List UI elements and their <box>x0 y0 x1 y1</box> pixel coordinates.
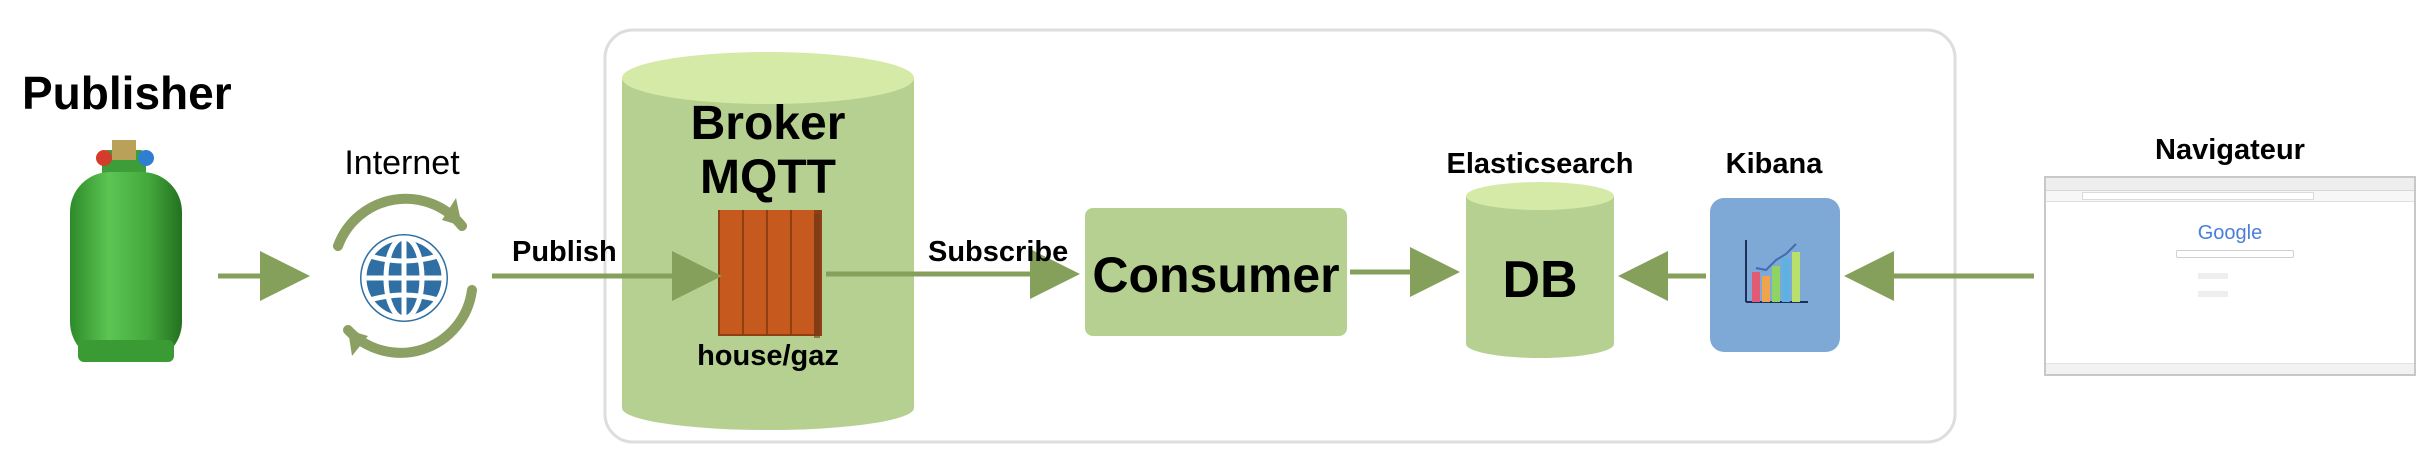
browser-url-field <box>2082 192 2314 200</box>
browser-search-box <box>2176 250 2294 258</box>
db-label: DB <box>1502 251 1578 309</box>
gas-cylinder-icon <box>70 140 182 362</box>
browser-logo: Google <box>2046 222 2414 245</box>
elasticsearch-label: Elasticsearch <box>1446 148 1634 180</box>
kibana-label: Kibana <box>1725 148 1823 180</box>
browser-logo-text: Google <box>2197 222 2263 244</box>
arrows <box>218 247 2034 301</box>
publisher-label: Publisher <box>22 67 232 119</box>
navigateur-label: Navigateur <box>2155 134 2305 166</box>
db-cylinder <box>1466 182 1614 358</box>
browser-window-icon: Google <box>2044 176 2416 376</box>
consumer-box <box>1085 208 1347 336</box>
bar-chart-icon <box>1710 198 1840 352</box>
broker-label: Broker <box>690 97 846 150</box>
browser-footer <box>2046 363 2414 374</box>
publish-label: Publish <box>512 236 617 268</box>
topic-label: house/gaz <box>697 340 839 372</box>
subscribe-label: Subscribe <box>928 236 1069 268</box>
queue-icon <box>718 210 822 338</box>
browser-tab-bar <box>2046 178 2414 191</box>
browser-buttons <box>2198 266 2268 297</box>
internet-label: Internet <box>344 144 460 182</box>
consumer-label: Consumer <box>1092 247 1340 303</box>
mqtt-label: MQTT <box>700 151 836 204</box>
globe-refresh-icon <box>333 193 477 358</box>
